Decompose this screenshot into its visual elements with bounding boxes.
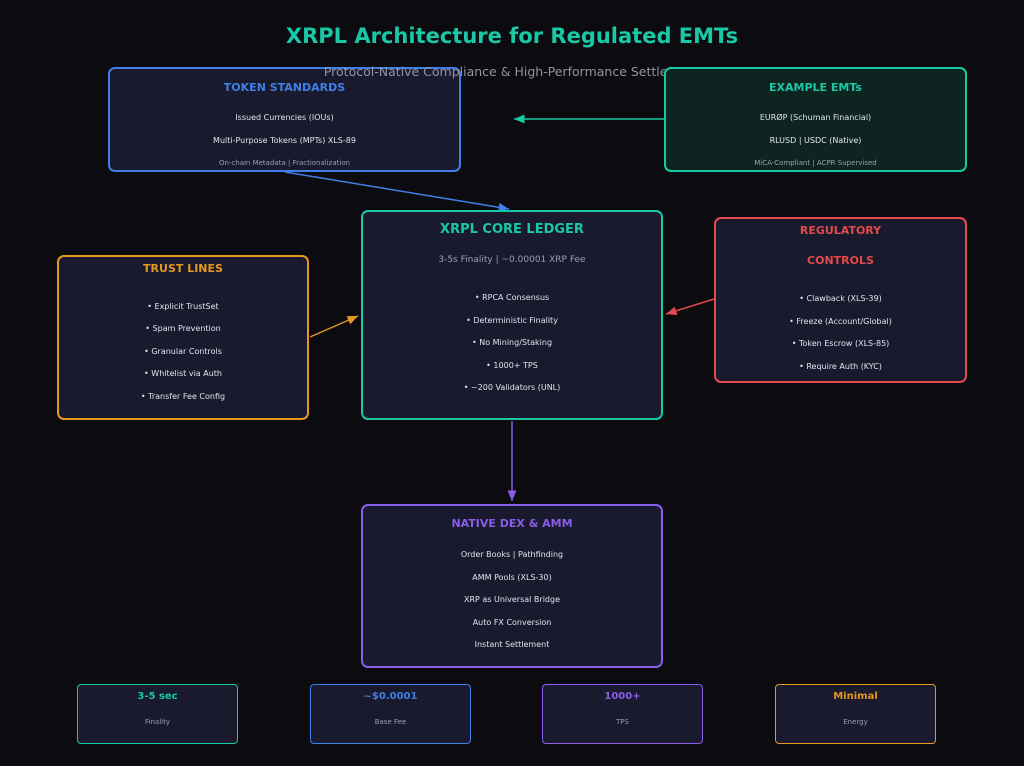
arrow-token-to-core bbox=[284, 171, 510, 212]
stat-label: Base Fee bbox=[374, 718, 407, 726]
trust-lines-item: • Whitelist via Auth bbox=[144, 369, 222, 378]
core-ledger-subheading: 3-5s Finality | ~0.00001 XRP Fee bbox=[438, 255, 586, 265]
native-dex-item: Order Books | Pathfinding bbox=[460, 550, 564, 559]
stat-card-finality: 3-5 sec Finality bbox=[77, 684, 238, 744]
native-dex-item: XRP as Universal Bridge bbox=[463, 595, 561, 604]
native-dex-item: Auto FX Conversion bbox=[472, 618, 552, 627]
trust-lines-item: • Granular Controls bbox=[144, 347, 222, 356]
core-ledger-item: • No Mining/Staking bbox=[471, 338, 553, 347]
native-dex-item: Instant Settlement bbox=[474, 640, 550, 649]
regulatory-controls-box: REGULATORY CONTROLS • Clawback (XLS-39) … bbox=[714, 217, 967, 383]
diagram-title: XRPL Architecture for Regulated EMTs bbox=[285, 24, 739, 48]
native-dex-heading: NATIVE DEX & AMM bbox=[451, 517, 573, 530]
token-standards-meta: On-chain Metadata | Fractionalization bbox=[218, 159, 351, 167]
stat-value: 3-5 sec bbox=[137, 691, 178, 702]
native-dex-item: AMM Pools (XLS-30) bbox=[472, 573, 552, 582]
trust-lines-item: • Spam Prevention bbox=[145, 324, 221, 333]
token-standards-heading: TOKEN STANDARDS bbox=[223, 81, 346, 94]
core-ledger-box: XRPL CORE LEDGER 3-5s Finality | ~0.0000… bbox=[361, 210, 663, 420]
stat-card-tps: 1000+ TPS bbox=[542, 684, 703, 744]
stat-value: Minimal bbox=[833, 691, 878, 702]
core-ledger-item: • ~200 Validators (UNL) bbox=[463, 383, 561, 392]
native-dex-box: NATIVE DEX & AMM Order Books | Pathfindi… bbox=[361, 504, 663, 668]
example-emts-box: EXAMPLE EMTs EURØP (Schuman Financial) R… bbox=[664, 67, 967, 172]
trust-lines-box: TRUST LINES • Explicit TrustSet • Spam P… bbox=[57, 255, 309, 420]
stat-card-base-fee: ~$0.0001 Base Fee bbox=[310, 684, 471, 744]
regulatory-controls-item: • Token Escrow (XLS-85) bbox=[791, 339, 890, 348]
stat-label: Energy bbox=[843, 718, 868, 726]
regulatory-controls-item: • Clawback (XLS-39) bbox=[799, 294, 882, 303]
trust-lines-heading: TRUST LINES bbox=[143, 262, 223, 275]
regulatory-controls-item: • Freeze (Account/Global) bbox=[789, 317, 892, 326]
example-emts-line: RLUSD | USDC (Native) bbox=[769, 136, 862, 145]
regulatory-controls-item: • Require Auth (KYC) bbox=[799, 362, 882, 371]
regulatory-controls-heading: REGULATORY bbox=[799, 224, 882, 237]
token-standards-box: TOKEN STANDARDS Issued Currencies (IOUs)… bbox=[108, 67, 461, 172]
stat-label: Finality bbox=[145, 718, 170, 726]
stat-value: ~$0.0001 bbox=[363, 691, 418, 702]
arrow-reg-to-core bbox=[665, 298, 715, 316]
stat-value: 1000+ bbox=[604, 691, 641, 702]
example-emts-meta: MiCA-Compliant | ACPR Supervised bbox=[754, 159, 877, 167]
diagram-subtitle: Protocol-Native Compliance & High-Perfor… bbox=[323, 64, 701, 79]
trust-lines-item: • Transfer Fee Config bbox=[140, 392, 226, 401]
regulatory-controls-heading: CONTROLS bbox=[807, 254, 874, 267]
arrow-trust-to-core bbox=[309, 315, 359, 338]
core-ledger-item: • 1000+ TPS bbox=[486, 361, 538, 370]
example-emts-line: EURØP (Schuman Financial) bbox=[759, 113, 872, 122]
core-ledger-heading: XRPL CORE LEDGER bbox=[440, 222, 584, 237]
stat-card-energy: Minimal Energy bbox=[775, 684, 936, 744]
stat-label: TPS bbox=[616, 718, 629, 726]
token-standards-line: Multi-Purpose Tokens (MPTs) XLS-89 bbox=[213, 136, 356, 145]
example-emts-heading: EXAMPLE EMTs bbox=[769, 81, 862, 94]
core-ledger-item: • RPCA Consensus bbox=[474, 293, 550, 302]
trust-lines-item: • Explicit TrustSet bbox=[147, 302, 219, 311]
token-standards-line: Issued Currencies (IOUs) bbox=[235, 113, 334, 122]
core-ledger-item: • Deterministic Finality bbox=[466, 316, 558, 325]
